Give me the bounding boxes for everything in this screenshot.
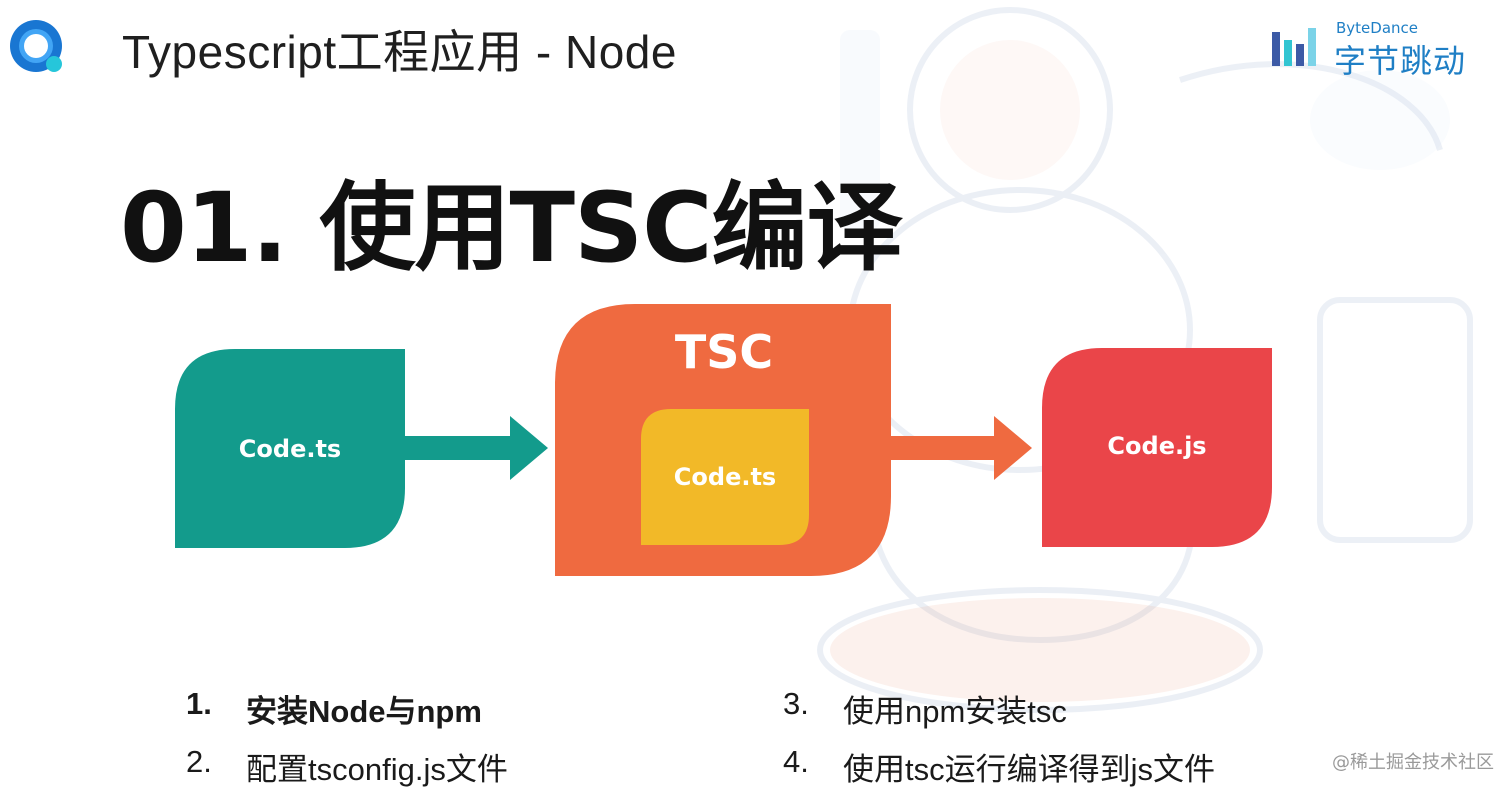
step-number: 2. [186, 744, 212, 779]
brand-name-en: ByteDance [1336, 19, 1419, 37]
inner-code-label: Code.ts [673, 463, 777, 491]
output-node-label: Code.js [1107, 432, 1207, 460]
step-text: 安装Node与npm [246, 694, 482, 729]
source-node-label: Code.ts [238, 435, 342, 463]
bytedance-mark-icon [1272, 28, 1316, 66]
brand-name-cn: 字节跳动 [1334, 42, 1467, 80]
arrow-tsc-to-output [891, 416, 1032, 480]
step-text: 使用tsc运行编译得到js文件 [843, 752, 1215, 787]
app-logo-icon [10, 20, 62, 72]
header-title: Typescript工程应用 - Node [122, 26, 677, 78]
step-number: 4. [783, 744, 809, 779]
step-text: 使用npm安装tsc [843, 694, 1067, 729]
watermark: @稀土掘金技术社区 [1332, 752, 1494, 773]
output-node [1042, 348, 1272, 547]
source-node [175, 349, 405, 548]
bytedance-logo: ByteDance 字节跳动 [1270, 19, 1490, 80]
slide-title: 01. 使用TSC编译 [120, 172, 903, 284]
step-text: 配置tsconfig.js文件 [246, 752, 508, 787]
arrow-source-to-tsc [405, 416, 548, 480]
astronaut-illustration [817, 7, 1473, 713]
step-number: 3. [783, 686, 809, 721]
step-number: 1. [186, 686, 212, 721]
compiler-node-label: TSC [674, 325, 774, 379]
inner-code-node [641, 409, 809, 545]
